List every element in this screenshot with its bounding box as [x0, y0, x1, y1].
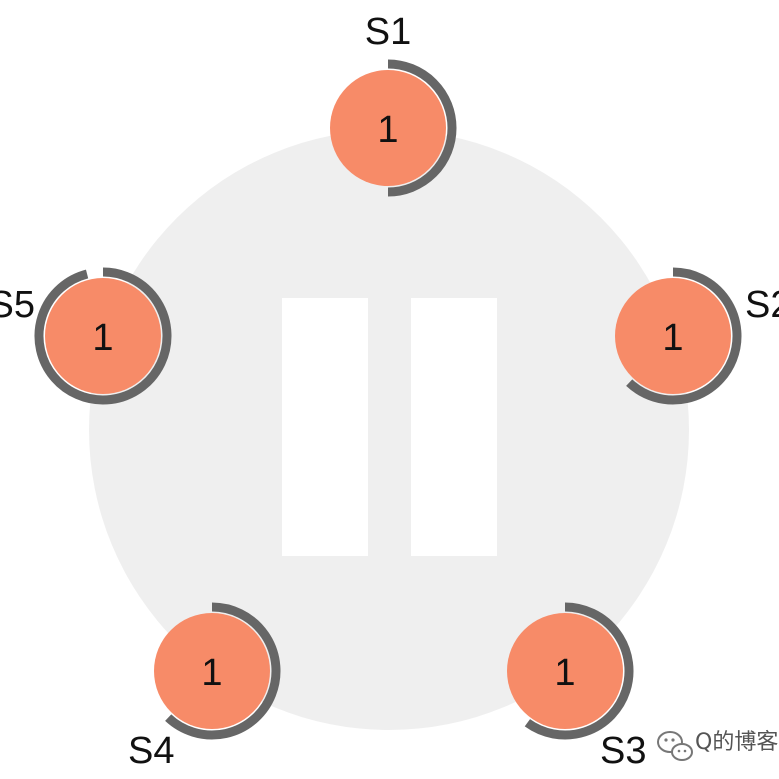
election-timer-ring: [524, 602, 634, 740]
server-label: S1: [365, 11, 411, 53]
pause-indicator-icon: [282, 298, 497, 556]
server-label: S5: [0, 284, 35, 326]
server-label: S4: [128, 730, 174, 772]
server-node-body: [45, 278, 161, 394]
server-node-s2: 1 S2: [615, 267, 779, 405]
term-number: 1: [554, 652, 575, 694]
term-number: 1: [92, 317, 113, 359]
election-timer-ring: [34, 267, 172, 405]
server-node-s1: 1 S1: [330, 11, 457, 197]
pause-bar-left: [282, 298, 368, 556]
election-timer-ring: [387, 59, 457, 197]
watermark-text: Q的博客: [695, 730, 778, 755]
election-timer-ring: [626, 267, 742, 405]
election-timer-ring: [165, 602, 281, 740]
server-label: S2: [745, 284, 779, 326]
wechat-icon: [657, 731, 693, 761]
term-number: 1: [201, 652, 222, 694]
server-node-body: [154, 613, 270, 729]
server-label: S3: [600, 730, 646, 772]
server-node-body: [615, 278, 731, 394]
cluster-background: [89, 130, 689, 730]
server-node-s4: 1 S4: [128, 602, 281, 772]
server-node-s3: 1 S3: [507, 602, 646, 772]
server-node-body: [507, 613, 623, 729]
term-number: 1: [377, 109, 398, 151]
server-node-s5: 1 S5: [0, 267, 172, 405]
watermark: Q的博客: [657, 730, 778, 761]
server-node-body: [330, 70, 446, 186]
term-number: 1: [662, 317, 683, 359]
pause-bar-right: [411, 298, 497, 556]
